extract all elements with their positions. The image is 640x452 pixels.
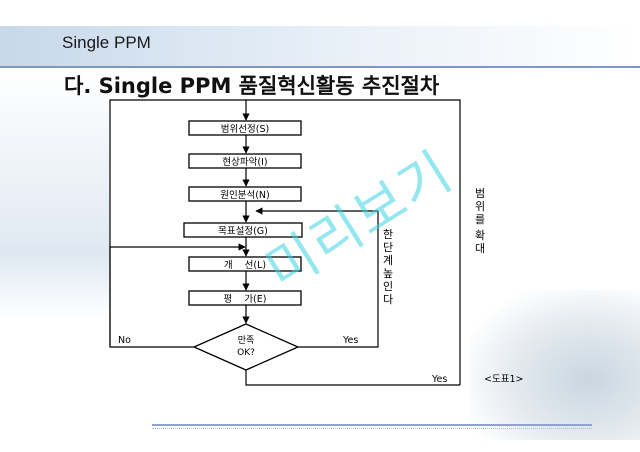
step-box-improve: 개 선(L)	[188, 256, 302, 272]
label-no: No	[118, 335, 131, 346]
svg-text:높: 높	[383, 267, 393, 280]
svg-text:확: 확	[475, 229, 485, 242]
step-box-cause: 원인분석(N)	[188, 186, 302, 202]
step-label-improve: 개 선(L)	[224, 260, 266, 271]
step-label-situation: 현상파악(I)	[222, 156, 267, 168]
step-box-goal: 목표설정(G)	[183, 222, 303, 238]
decision-line-2: OK?	[237, 348, 255, 358]
header-band	[0, 26, 640, 66]
svg-text:를: 를	[475, 213, 485, 226]
arrow-no-loop	[109, 243, 246, 348]
svg-text:한: 한	[383, 228, 393, 241]
arrow-yes-outer	[245, 370, 460, 386]
label-expand-scope: 범 위 를 확 대	[475, 187, 485, 255]
header-title: Single PPM	[62, 33, 151, 52]
decision-line-1: 만족	[238, 335, 255, 346]
svg-text:계: 계	[383, 254, 393, 267]
svg-text:위: 위	[475, 200, 485, 213]
step-label-goal: 목표설정(G)	[218, 226, 268, 237]
svg-text:범: 범	[475, 187, 485, 200]
step-label-scope: 범위선정(S)	[221, 123, 269, 135]
svg-text:다: 다	[383, 293, 393, 306]
footer-dotted-line	[152, 428, 592, 430]
label-next-stage: 한 단 계 높 인 다	[383, 228, 393, 306]
footer-divider	[152, 424, 592, 426]
svg-text:대: 대	[475, 242, 485, 255]
step-box-situation: 현상파악(I)	[188, 153, 302, 169]
background-waterfall-image	[470, 290, 640, 440]
figure-caption: <도표1>	[484, 374, 523, 385]
background-sky-left	[0, 68, 110, 318]
header-divider	[0, 66, 640, 68]
step-label-evaluate: 평 가(E)	[224, 294, 267, 305]
step-box-evaluate: 평 가(E)	[188, 290, 302, 306]
svg-text:단: 단	[383, 241, 393, 254]
diagram-frame	[109, 99, 461, 385]
arrow-yes-inner-loop	[255, 207, 379, 348]
step-box-scope: 범위선정(S)	[188, 120, 302, 136]
decision-diamond: 만족 OK?	[192, 323, 300, 371]
label-yes-inner: Yes	[342, 335, 358, 346]
label-yes-bottom: Yes	[431, 374, 447, 385]
step-label-cause: 원인분석(N)	[220, 190, 269, 201]
slide-title: 다. Single PPM 품질혁신활동 추진절차	[64, 74, 440, 98]
svg-text:인: 인	[383, 280, 393, 293]
